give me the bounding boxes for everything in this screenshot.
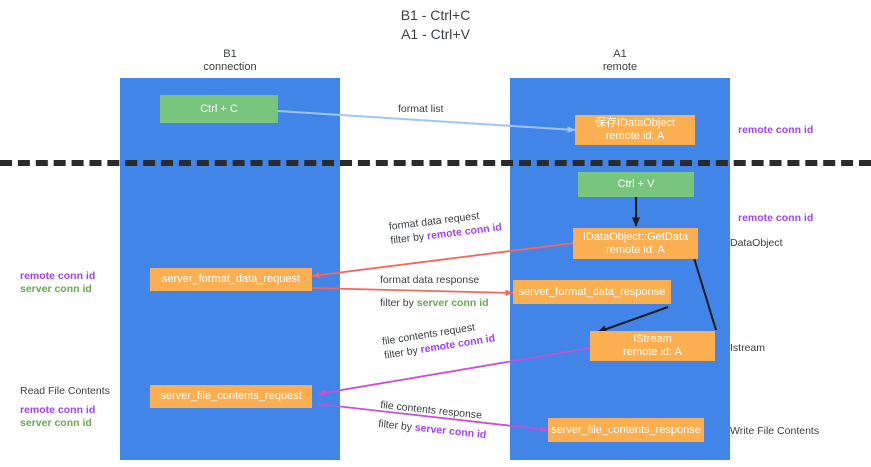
- box-ctrl-c[interactable]: Ctrl + C: [160, 95, 278, 123]
- annotation-remote-conn-id-mid: remote conn id: [738, 212, 814, 224]
- box-ctrl-v[interactable]: Ctrl + V: [578, 172, 694, 197]
- annotation-istream: Istream: [730, 342, 766, 354]
- phase-divider: [0, 160, 871, 166]
- label-filter-key-server-conn-id: server conn id: [416, 297, 489, 309]
- annotation-dataobject: DataObject: [730, 237, 783, 249]
- label-format-data-response: format data response filter by server co…: [380, 273, 489, 310]
- label-format-data-response-line2: filter by server conn id: [380, 296, 489, 310]
- annotation-left-server-conn-id: server conn id: [20, 283, 92, 295]
- diagram-title: B1 - Ctrl+C A1 - Ctrl+V: [400, 7, 471, 42]
- label-filter-prefix-2: filter by: [380, 297, 417, 309]
- label-file-contents-response: file contents response filter by server …: [378, 398, 489, 442]
- box-store-idataobject[interactable]: 保存IDataObject remote id: A: [575, 115, 695, 145]
- annotation-left-server-conn-id-2: server conn id: [20, 417, 92, 429]
- annotation-left-remote-conn-id-2: remote conn id: [20, 404, 96, 416]
- label-format-list: format list: [398, 103, 444, 115]
- label-filter-prefix-4: filter by: [377, 417, 416, 434]
- column-header-b1: B1 connection: [203, 48, 257, 73]
- annotation-remote-conn-id-top: remote conn id: [738, 124, 814, 136]
- label-filter-prefix: filter by: [389, 230, 428, 247]
- box-idataobject-getdata[interactable]: IDataObject::GetData remote id: A: [573, 228, 698, 259]
- label-format-data-request: format data request filter by remote con…: [388, 206, 503, 247]
- box-server-format-data-request[interactable]: server_format_data_request: [150, 268, 312, 291]
- box-istream[interactable]: IStream remote id: A: [590, 331, 715, 361]
- label-file-contents-request: file contents request filter by remote c…: [381, 317, 496, 362]
- column-header-a1: A1 remote: [602, 48, 638, 73]
- annotation-left-remote-conn-id: remote conn id: [20, 270, 96, 282]
- box-server-file-contents-response[interactable]: server_file_contents_response: [548, 418, 704, 442]
- box-server-format-data-response[interactable]: server_format_data_response: [513, 280, 671, 304]
- annotation-write-file-contents: Write File Contents: [730, 425, 820, 437]
- label-format-data-response-line1: format data response: [380, 274, 480, 286]
- label-filter-key-server-conn-id-2: server conn id: [414, 421, 487, 442]
- annotation-read-file-contents: Read File Contents: [20, 385, 110, 397]
- box-server-file-contents-request[interactable]: server_file_contents_request: [150, 385, 312, 408]
